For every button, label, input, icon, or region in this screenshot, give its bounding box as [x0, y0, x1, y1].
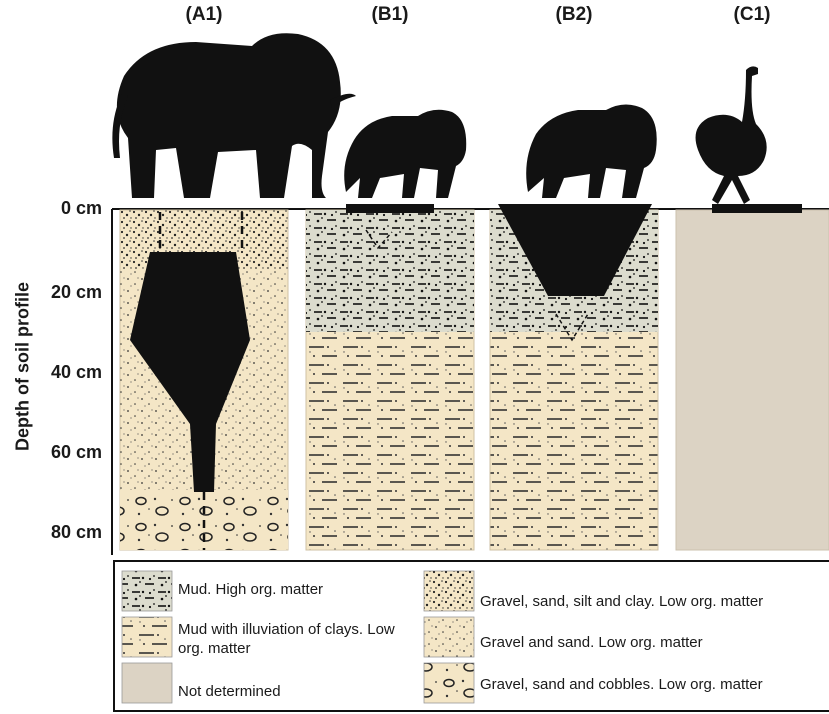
soil-column-c1	[676, 204, 829, 550]
legend-label-gravel-sand-silt-clay: Gravel, sand, silt and clay. Low org. ma…	[480, 592, 820, 611]
soil-column-a1	[120, 210, 288, 550]
column-header-b2: (B2)	[534, 4, 614, 26]
column-header-b1: (B1)	[350, 4, 430, 26]
legend-label-gravel-sand: Gravel and sand. Low org. matter	[480, 633, 820, 652]
legend-label-not-determined: Not determined	[178, 682, 418, 701]
soil-column-b1	[306, 204, 474, 550]
lion-icon	[526, 104, 657, 198]
depth-label-80: 80 cm	[2, 522, 102, 543]
lion-icon	[344, 110, 466, 198]
legend-swatch-gravel-sand-silt-clay-dots	[424, 571, 474, 611]
legend-label-mud-illuviation: Mud with illuviation of clays. Low org. …	[178, 620, 408, 658]
column-header-a1: (A1)	[164, 4, 244, 26]
legend-label-mud-high-org: Mud. High org. matter	[178, 580, 418, 599]
elephant-icon	[112, 33, 356, 198]
legend-swatch-not-determined	[122, 663, 172, 703]
ostrich-icon	[696, 66, 767, 204]
column-header-c1: (C1)	[712, 4, 792, 26]
legend-swatch-mud-illuviation	[122, 617, 172, 657]
y-axis-title: Depth of soil profile	[13, 272, 34, 462]
legend-swatch-gravel-sand-cobbles	[424, 663, 474, 703]
soil-column-b2	[490, 204, 658, 550]
legend-label-gravel-sand-cobbles: Gravel, sand and cobbles. Low org. matte…	[480, 675, 820, 694]
legend-swatch-gravel-sand-dots	[424, 617, 474, 657]
depth-label-0: 0 cm	[2, 198, 102, 219]
legend-swatch-mud-high-org	[122, 571, 172, 611]
